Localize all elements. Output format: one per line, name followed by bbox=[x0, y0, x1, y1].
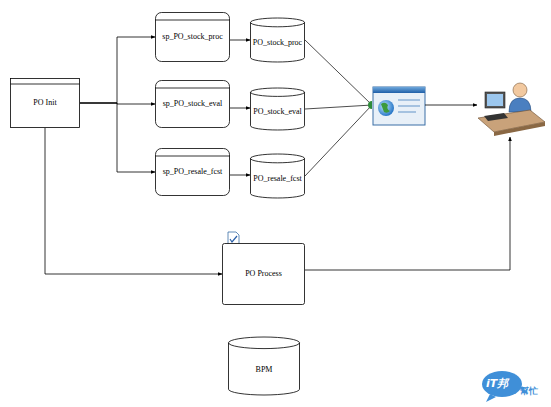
procedure-box: sp_PO_resale_fcst bbox=[155, 148, 230, 196]
browser-icon bbox=[368, 87, 425, 125]
node-text: PO Process bbox=[245, 270, 282, 279]
leader-lines bbox=[305, 40, 372, 176]
database-cylinder: PO_stock_proc bbox=[250, 18, 305, 62]
process-box: PO Process bbox=[222, 243, 305, 305]
node-text: sp_PO_stock_proc bbox=[162, 33, 222, 42]
flow-arrow bbox=[230, 40, 250, 41]
flow-arrow bbox=[80, 37, 155, 103]
flow-arrow bbox=[230, 108, 250, 109]
procedure-box: sp_PO_stock_eval bbox=[155, 80, 230, 128]
flow-arrow bbox=[230, 175, 250, 176]
user-icon bbox=[478, 83, 545, 136]
database-cylinder: BPM bbox=[228, 337, 300, 395]
node-text: sp_PO_stock_eval bbox=[163, 100, 223, 109]
browser-user-arrow bbox=[425, 105, 477, 106]
process-user-arrow bbox=[305, 137, 510, 270]
database-cylinder: PO_resale_fcst bbox=[250, 154, 305, 198]
watermark-badge bbox=[482, 371, 522, 402]
node-text: PO Init bbox=[33, 99, 56, 108]
watermark-text: 幫忙 bbox=[520, 385, 538, 398]
flow-arrow bbox=[80, 103, 155, 172]
database-cylinder: PO_stock_eval bbox=[250, 88, 305, 130]
node-text: PO_resale_fcst bbox=[253, 175, 301, 184]
watermark-text: iT邦 bbox=[486, 376, 508, 391]
process-box: PO Init bbox=[10, 78, 80, 128]
node-text: BPM bbox=[256, 366, 273, 375]
node-text: sp_PO_resale_fcst bbox=[163, 168, 223, 177]
procedure-box: sp_PO_stock_proc bbox=[155, 12, 230, 62]
node-text: PO_stock_eval bbox=[253, 108, 301, 117]
node-text: PO_stock_proc bbox=[253, 39, 302, 48]
